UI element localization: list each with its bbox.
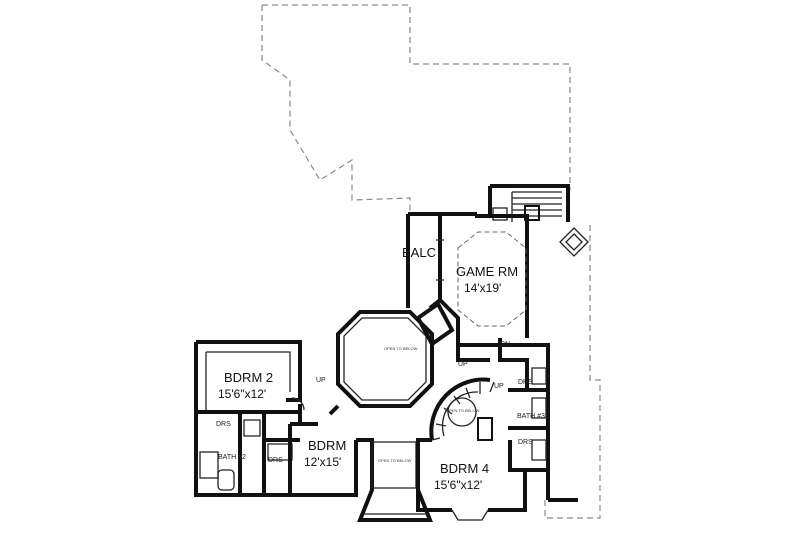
bedroom-label: BDRM — [308, 438, 346, 453]
bath2-walls — [196, 410, 300, 495]
bedroom2-walls — [194, 340, 302, 497]
drs-label-1: DRS — [216, 421, 231, 428]
drs-label-2: DRS — [268, 457, 283, 464]
octagon-walls — [336, 310, 434, 408]
chimney-diamond — [559, 227, 589, 257]
bedroom2-tray — [205, 351, 291, 412]
stair-newel — [477, 417, 493, 441]
game-room-ceiling — [457, 231, 527, 327]
bath2-tub — [199, 451, 219, 479]
dn-label: DN — [500, 341, 510, 348]
curved-stair-outer — [429, 377, 491, 441]
bath2-label: BATH #2 — [218, 454, 246, 461]
bedroom4-bay — [451, 509, 489, 521]
octagon-inner — [343, 317, 427, 401]
bedroom4-size: 15'6"x12' — [434, 478, 482, 492]
bath3-fixtures — [531, 367, 547, 461]
open-below-label-3: OPEN TO BELOW — [378, 458, 412, 463]
roof-outline-right — [544, 225, 601, 519]
balc-label: BALC — [402, 245, 436, 260]
stair-landing — [524, 205, 540, 221]
drs-label-3: DRS — [518, 379, 533, 386]
game-room-window — [436, 239, 444, 281]
game-room-size: 14'x19' — [464, 281, 501, 295]
roof-outline — [261, 4, 571, 214]
angled-closet — [415, 301, 455, 347]
bath2-toilet — [217, 469, 235, 491]
bedroom-walls — [288, 404, 358, 497]
bath3-walls — [508, 388, 548, 472]
bedroom-size: 12'x15' — [304, 455, 341, 469]
up-label-2: UP — [458, 361, 468, 368]
stair-tower-walls — [488, 184, 570, 222]
bedroom4-walls — [416, 440, 527, 512]
open-below-label-2: OPEN TO BELOW — [446, 408, 480, 413]
bedroom2-label: BDRM 2 — [224, 370, 273, 385]
bedroom2-door — [291, 397, 305, 411]
stair-open-well — [447, 397, 477, 427]
open-below-label-1: OPEN TO BELOW — [384, 346, 418, 351]
hall-walls — [456, 338, 550, 500]
game-room-label: GAME RM — [456, 264, 518, 279]
up-label-3: UP — [494, 383, 504, 390]
bedroom4-label: BDRM 4 — [440, 461, 489, 476]
bath3-label: BATH #3 — [517, 413, 545, 420]
stair-tower-steps — [511, 191, 562, 222]
drs-label-4: DRS — [518, 439, 533, 446]
bedroom2-size: 15'6"x12' — [218, 387, 266, 401]
up-label-1: UP — [316, 377, 326, 384]
